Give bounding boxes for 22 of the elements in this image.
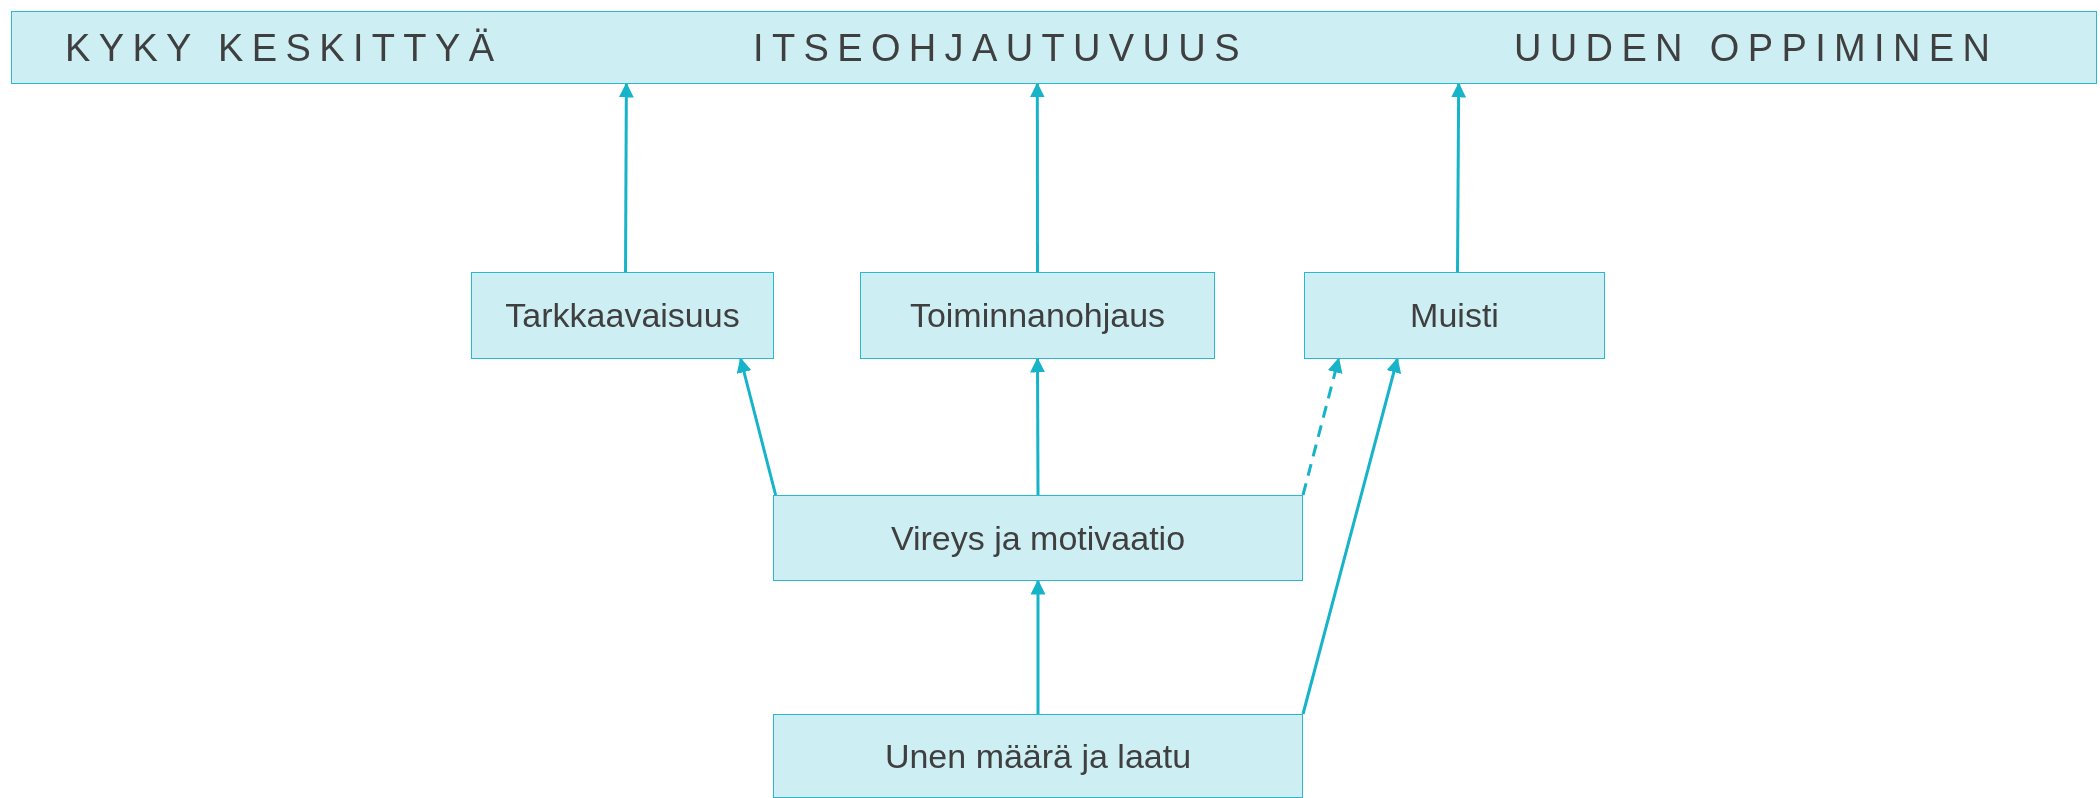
arrow [736,357,778,496]
header-label: ITSEOHJAUTUVUUS [753,26,1248,69]
header-band [11,11,2097,84]
arrow [618,82,634,272]
process-box [860,272,1215,359]
arrow [1030,357,1046,495]
arrow [1029,82,1045,272]
arrow [1301,357,1402,715]
header-label: KYKY KESKITTYÄ [65,26,503,69]
process-box [471,272,774,359]
node-label: Muisti [1410,296,1499,335]
arrow [1301,357,1343,496]
process-box [1304,272,1605,359]
process-box [773,495,1303,581]
node-label: Toiminnanohjaus [909,296,1166,335]
node-label: Tarkkaavaisuus [505,296,740,335]
process-box [773,714,1303,798]
node-label: Vireys ja motivaatio [890,518,1186,558]
node-label: Unen määrä ja laatu [884,736,1192,776]
arrow [1030,579,1046,714]
header-label: UUDEN OPPIMINEN [1514,26,1999,69]
arrow [1451,82,1467,272]
